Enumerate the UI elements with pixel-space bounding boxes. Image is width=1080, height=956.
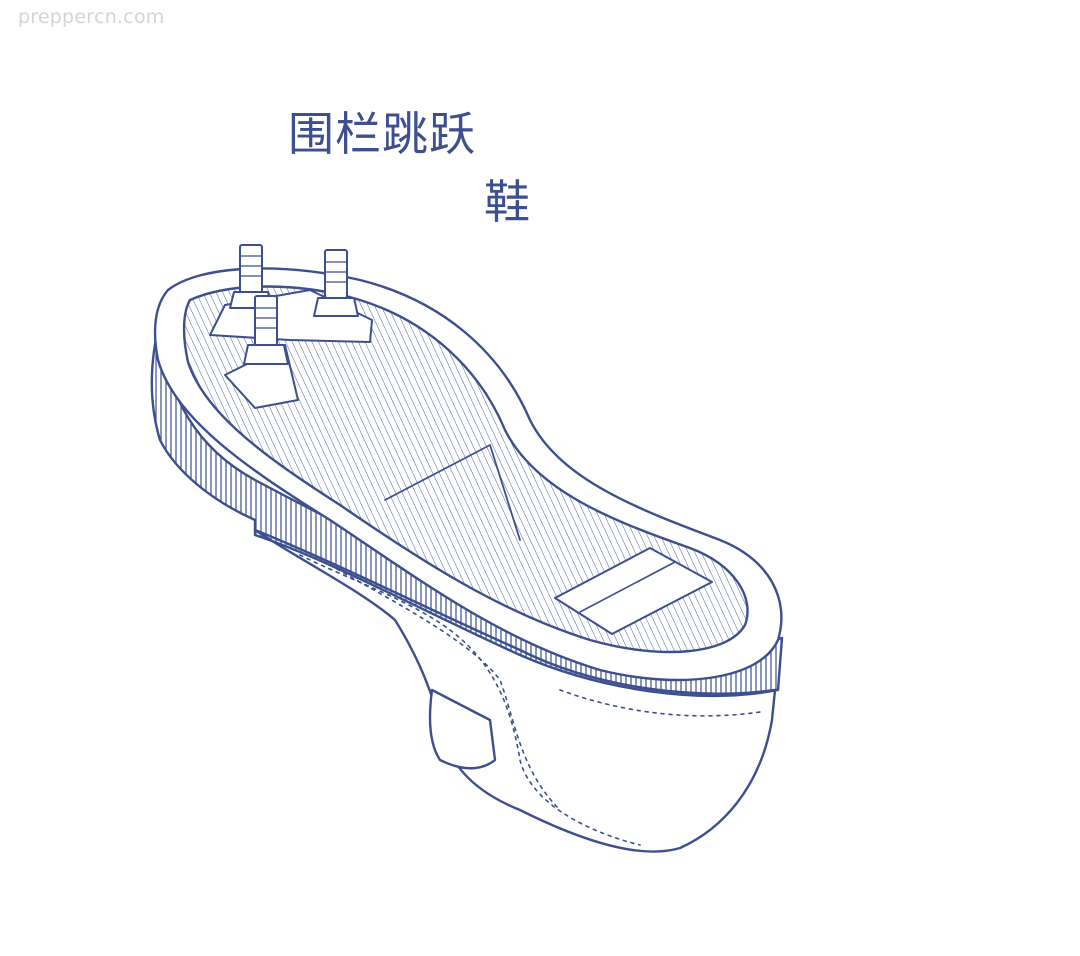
stitch-line	[329, 564, 561, 811]
mid-plate	[384, 444, 521, 541]
bolt-icon	[313, 249, 359, 317]
title-line-1: 围栏跳跃	[288, 107, 476, 161]
toe-plate	[554, 547, 713, 635]
shoe-heel-tab	[428, 688, 497, 770]
bolt-icon	[243, 295, 289, 365]
sole-tread	[182, 285, 749, 654]
stitch-line	[559, 689, 761, 717]
stitch-line	[299, 554, 641, 846]
watermark: prepperсn.com	[18, 6, 165, 28]
title-line-2: 鞋	[484, 175, 530, 229]
